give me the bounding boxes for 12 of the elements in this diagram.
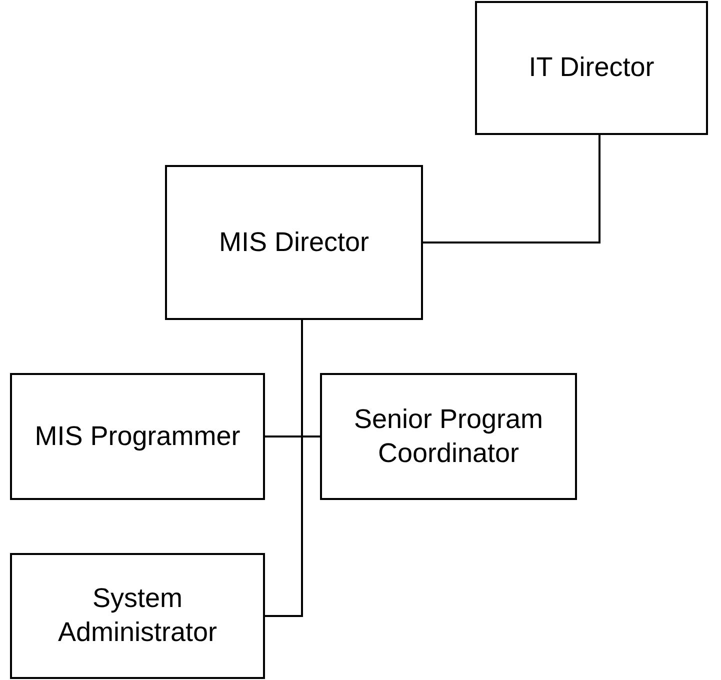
box-label: IT Director [528,51,654,84]
connector-line [423,135,600,244]
box-label: System Administrator [56,582,218,649]
box-label: Senior Program Coordinator [352,402,544,470]
box-label: MIS Director [218,226,370,259]
org-box [10,373,265,500]
connector-line [265,320,303,617]
org-box [165,165,423,320]
org-box [475,1,708,135]
org-box [10,553,265,679]
org-box [320,373,577,500]
box-label: MIS Programmer [34,420,240,453]
